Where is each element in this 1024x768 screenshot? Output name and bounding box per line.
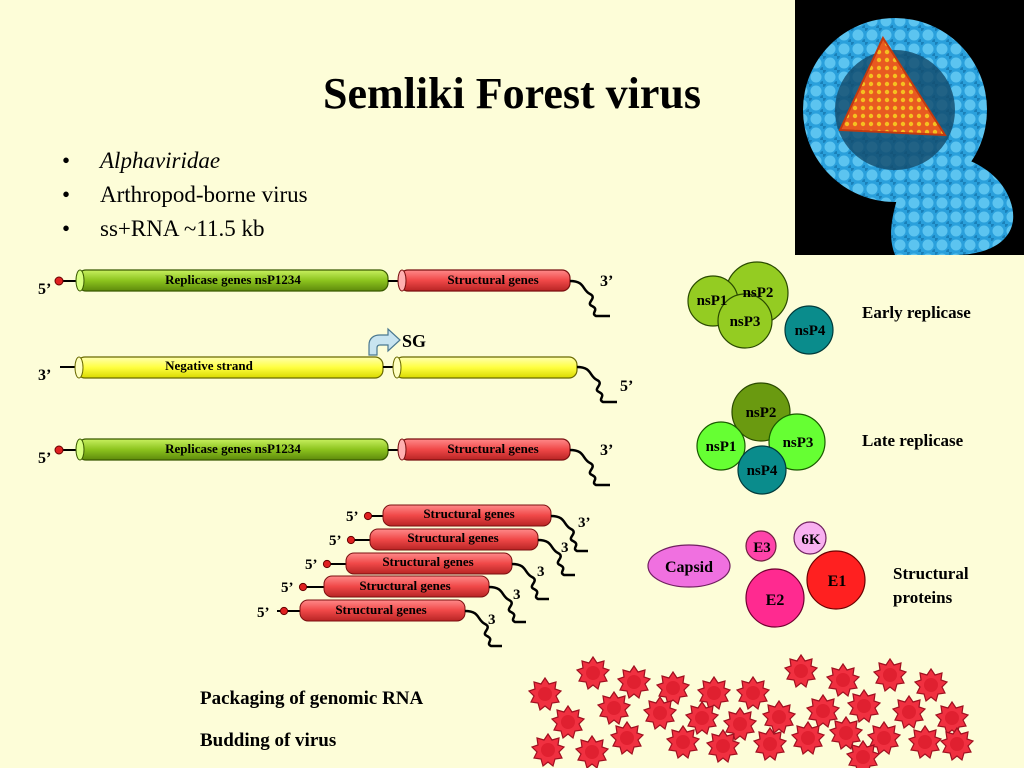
virus-protrusion-icon [891, 150, 1014, 255]
five-prime-label: 5’ [305, 557, 318, 573]
nsp3-protein [768, 413, 826, 471]
nsp3-label: nsP3 [783, 435, 814, 451]
bullet-genome: ss+RNA ~11.5 kb [100, 216, 265, 241]
five-prime-label: 5’ [38, 281, 51, 298]
subgenomic-rna-stack: 5’ Structural genes 3’ 5’ Structural gen… [257, 504, 591, 648]
virus-capsid-core-icon [838, 35, 947, 137]
late-replicase-complex: nsP2 nsP1 nsP3 nsP4 [696, 382, 826, 495]
bullet-item: ss+RNA ~11.5 kb [62, 214, 308, 248]
e1-label: E1 [828, 573, 847, 590]
structural-proteins: Capsid E3 6K E1 E2 [647, 521, 866, 628]
6k-protein [793, 521, 827, 555]
tail-icon [576, 365, 617, 404]
three-prime-label: 3 [537, 564, 545, 580]
three-prime-label: 3 [488, 612, 496, 628]
nsp4-protein [737, 445, 787, 495]
e3-protein [745, 530, 777, 562]
e2-protein [745, 568, 805, 628]
negative-strand-label: Negative strand [165, 358, 254, 373]
late-replicase-label: Late replicase [862, 431, 964, 450]
cap-icon [54, 445, 64, 455]
five-prime-label: 5’ [38, 450, 51, 467]
nsp4-label: nsP4 [747, 463, 778, 479]
cap-icon [322, 559, 332, 569]
nsp2-label: nsP2 [743, 285, 774, 301]
cap-icon [54, 276, 64, 286]
e3-label: E3 [753, 540, 771, 556]
structural-label-line2: proteins [893, 588, 953, 607]
budding-virus-particles [528, 654, 974, 768]
genomic-rna-row-2: 5’ Replicase genes nsP1234 Structural ge… [38, 438, 613, 487]
negative-strand-row: 3’ Negative strand SG 5’ [38, 327, 633, 404]
capsid-label: Capsid [665, 559, 713, 576]
genomic-rna-row-1: 5’ Replicase genes nsP1234 Structural ge… [38, 269, 613, 318]
structural-label: Structural genes [359, 578, 450, 593]
nsp4-protein [784, 305, 834, 355]
cap-icon [279, 606, 289, 616]
cap-icon [363, 511, 373, 521]
five-prime-label: 5’ [620, 378, 633, 395]
three-prime-label: 3 [513, 587, 521, 603]
nsp1-protein [696, 421, 746, 471]
five-prime-label: 5’ [281, 580, 294, 596]
virus-structure-image [795, 0, 1024, 255]
e2-label: E2 [766, 592, 785, 609]
sg-label: SG [402, 331, 426, 351]
five-prime-label: 5’ [257, 605, 270, 621]
structural-label-line1: Structural [893, 564, 969, 583]
bullet-vector: Arthropod-borne virus [100, 182, 308, 207]
early-replicase-complex: nsP2 nsP1 nsP3 nsP4 [687, 261, 834, 355]
capsid-protein [647, 544, 731, 588]
polya-tail-icon [569, 279, 610, 318]
structural-label: Structural genes [447, 272, 538, 287]
subgenomic-promoter-arrow-icon [368, 327, 401, 356]
replicase-label: Replicase genes nsP1234 [165, 272, 301, 287]
nsp4-label: nsP4 [795, 323, 826, 339]
structural-proteins-label: Structural proteins [893, 562, 1003, 610]
five-prime-label: 5’ [346, 509, 359, 525]
structural-label: Structural genes [382, 554, 473, 569]
nsp3-protein [717, 293, 773, 349]
page-title: Semliki Forest virus [322, 69, 702, 118]
nsp1-label: nsP1 [706, 439, 737, 455]
structural-label: Structural genes [423, 506, 514, 521]
negative-strand-subgenomic-bar [394, 356, 578, 379]
bullet-family: Alphaviridae [100, 148, 221, 173]
bullet-list: Alphaviridae Arthropod-borne virus ss+RN… [62, 146, 308, 248]
bullet-item: Alphaviridae [62, 146, 308, 180]
structural-label: Structural genes [335, 602, 426, 617]
packaging-step-label: Packaging of genomic RNA [200, 688, 424, 709]
structural-label: Structural genes [447, 441, 538, 456]
nsp1-label: nsP1 [697, 293, 728, 309]
polya-tail-icon [569, 448, 610, 487]
three-prime-label: 3’ [578, 515, 591, 531]
nsp3-label: nsP3 [730, 314, 761, 330]
cap-icon [298, 582, 308, 592]
6k-label: 6K [801, 532, 821, 548]
three-prime-label: 3 [561, 540, 569, 556]
three-prime-label: 3’ [38, 367, 51, 384]
nsp2-label: nsP2 [746, 405, 777, 421]
structural-label: Structural genes [407, 530, 498, 545]
three-prime-label: 3’ [600, 273, 613, 290]
bullet-item: Arthropod-borne virus [62, 180, 308, 214]
budding-step-label: Budding of virus [200, 730, 337, 751]
replicase-label: Replicase genes nsP1234 [165, 441, 301, 456]
five-prime-label: 5’ [329, 533, 342, 549]
e1-protein [806, 550, 866, 610]
cap-icon [346, 535, 356, 545]
early-replicase-label: Early replicase [862, 303, 971, 322]
three-prime-label: 3’ [600, 442, 613, 459]
